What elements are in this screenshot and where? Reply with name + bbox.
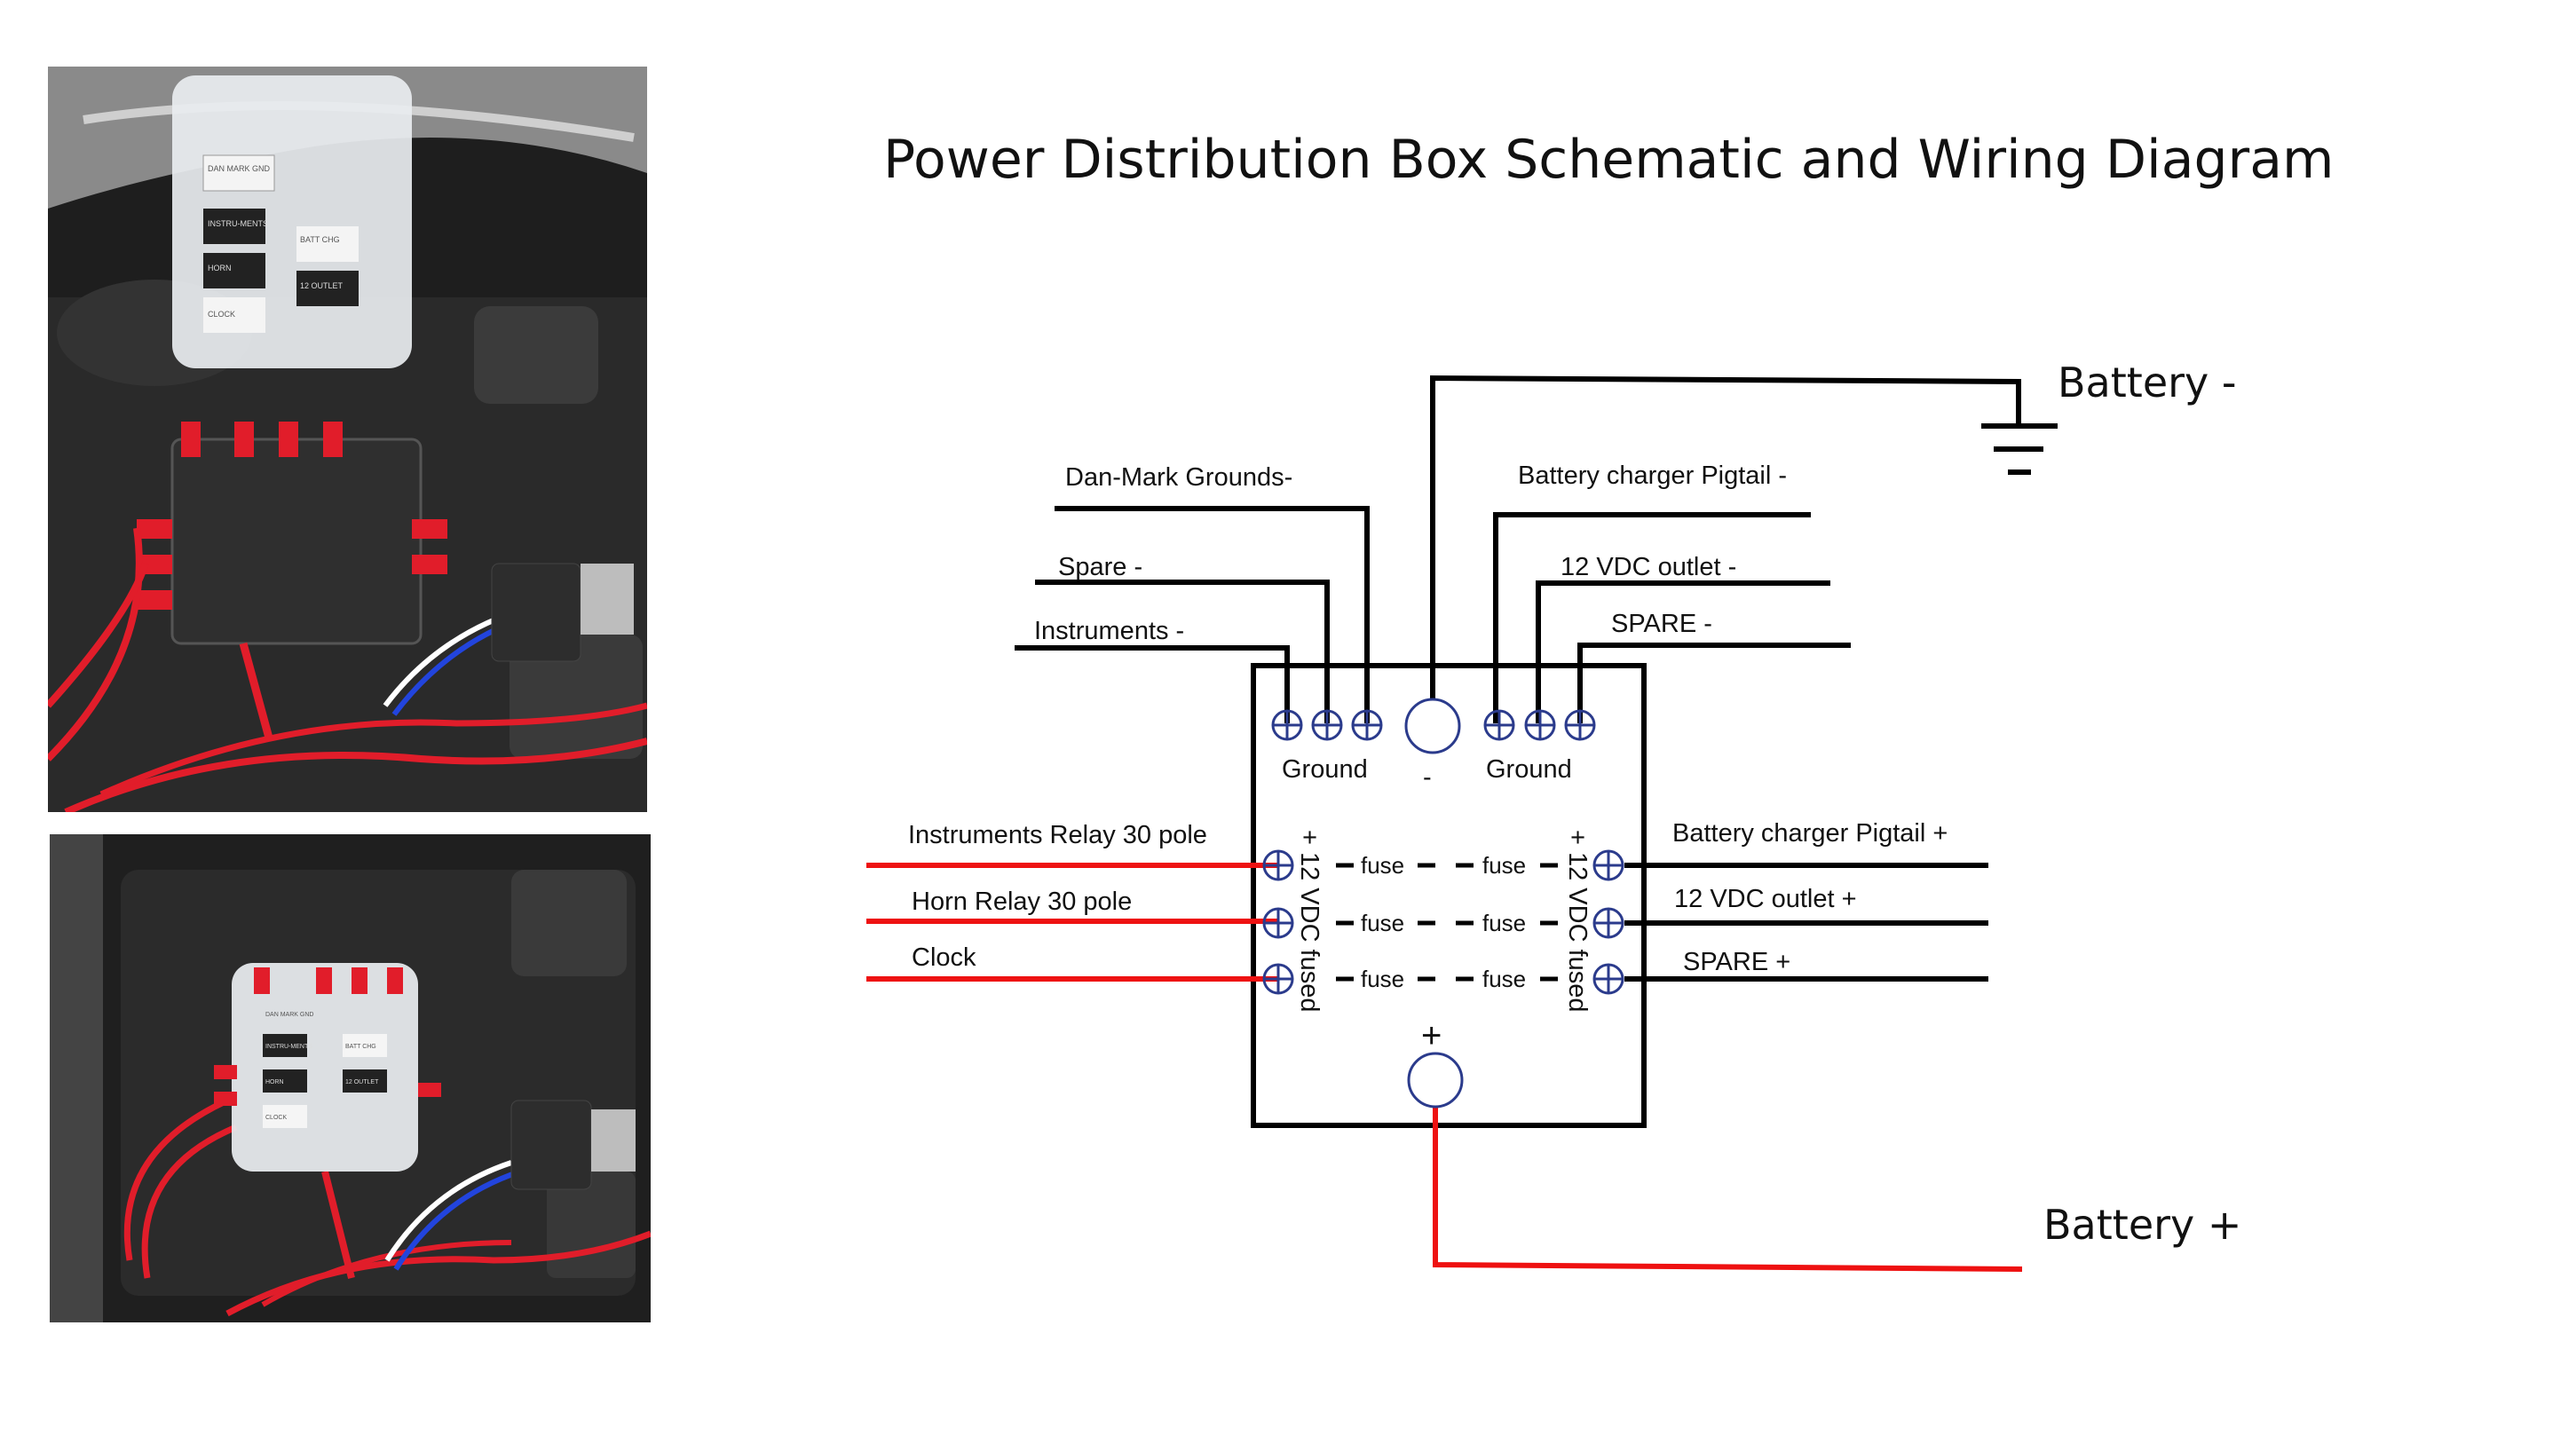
ground-terminal-icon [1271, 709, 1303, 741]
fuse-label: fuse [1361, 966, 1404, 992]
fuse-label: fuse [1361, 852, 1404, 879]
battery-positive-label: Battery + [2043, 1201, 2241, 1249]
photo2-label-outlet: 12 OUTLET [345, 1079, 379, 1085]
photo2-label-horn: HORN [265, 1079, 284, 1085]
ground-label-left: Ground [1282, 755, 1368, 784]
ground-terminal-icon [1311, 709, 1343, 741]
fuse-dashes [1336, 863, 1558, 982]
fuse-label: fuse [1482, 910, 1526, 936]
wire-instruments-ground [1015, 645, 1290, 723]
fused-terminal-icon [1262, 907, 1294, 939]
photo-label-danmark: DAN MARK GND [208, 164, 271, 173]
label-batt-charger-positive: Battery charger Pigtail + [1672, 819, 1948, 848]
ground-terminal-icon [1564, 709, 1596, 741]
ground-terminal-icon [1483, 709, 1515, 741]
label-instruments-relay: Instruments Relay 30 pole [908, 821, 1207, 849]
photo-label-clock: CLOCK [208, 310, 235, 319]
negative-main-terminal-icon [1404, 698, 1461, 754]
vertical-label-right: + 12 VDC fused [1563, 830, 1592, 1013]
photo-label-battchg: BATT CHG [300, 235, 340, 244]
label-spare-minus: Spare - [1058, 553, 1142, 581]
fused-terminal-icon [1262, 963, 1294, 995]
installed-box-photo-bottom: DAN MARK GND INSTRU-MENTS BATT CHG HORN … [50, 834, 651, 1322]
ground-symbol-icon [1981, 423, 2058, 475]
label-horn-relay: Horn Relay 30 pole [912, 888, 1132, 916]
wire-spare-ground [1035, 580, 1330, 723]
photo-label-instruments: INSTRU-MENTS [208, 219, 268, 228]
label-outlet-positive: 12 VDC outlet + [1674, 885, 1857, 913]
battery-positive-wire [1433, 1105, 2023, 1272]
fuse-label: fuse [1482, 966, 1526, 992]
photo2-label-danmark: DAN MARK GND [265, 1012, 313, 1018]
fused-terminal-icon [1592, 907, 1624, 939]
positive-main-terminal-icon [1407, 1052, 1464, 1109]
page-title: Power Distribution Box Schematic and Wir… [883, 129, 2334, 191]
wire-outlet-ground [1536, 580, 1830, 723]
fuse-label: fuse [1482, 852, 1526, 879]
battery-negative-wire [1430, 375, 2021, 723]
label-batt-charger-minus: Battery charger Pigtail - [1518, 462, 1787, 490]
label-outlet-minus: 12 VDC outlet - [1561, 553, 1736, 581]
photo-label-horn: HORN [208, 264, 232, 272]
label-spare-positive: SPARE + [1683, 948, 1790, 976]
fused-terminal-icon [1592, 849, 1624, 881]
ground-label-right: Ground [1486, 755, 1572, 784]
photo2-label-clock: CLOCK [265, 1115, 287, 1121]
minus-sign: - [1423, 763, 1432, 792]
label-danmark-grounds: Dan-Mark Grounds- [1065, 463, 1292, 492]
label-instruments-minus: Instruments - [1034, 617, 1184, 645]
photo2-label-battchg: BATT CHG [345, 1044, 376, 1050]
vertical-label-left: + 12 VDC fused [1295, 830, 1324, 1013]
photo2-label-instruments: INSTRU-MENTS [265, 1044, 312, 1050]
fused-terminal-icon [1592, 963, 1624, 995]
wire-batt-charger-ground [1493, 512, 1811, 723]
fused-terminal-icon [1262, 849, 1294, 881]
ground-terminal-icon [1351, 709, 1383, 741]
wire-spare-ground-right [1577, 643, 1851, 723]
photo-label-outlet: 12 OUTLET [300, 281, 344, 290]
installed-box-photo-top: DAN MARK GND INSTRU-MENTS BATT CHG HORN … [48, 67, 647, 812]
label-spare-minus-right: SPARE - [1611, 610, 1712, 638]
plus-sign: + [1421, 1016, 1442, 1055]
ground-terminal-icon [1524, 709, 1556, 741]
wire-danmark-ground [1055, 506, 1370, 723]
distribution-box [1251, 663, 1647, 1128]
battery-negative-label: Battery - [2058, 359, 2236, 406]
fuse-label: fuse [1361, 910, 1404, 936]
label-clock: Clock [912, 943, 976, 972]
